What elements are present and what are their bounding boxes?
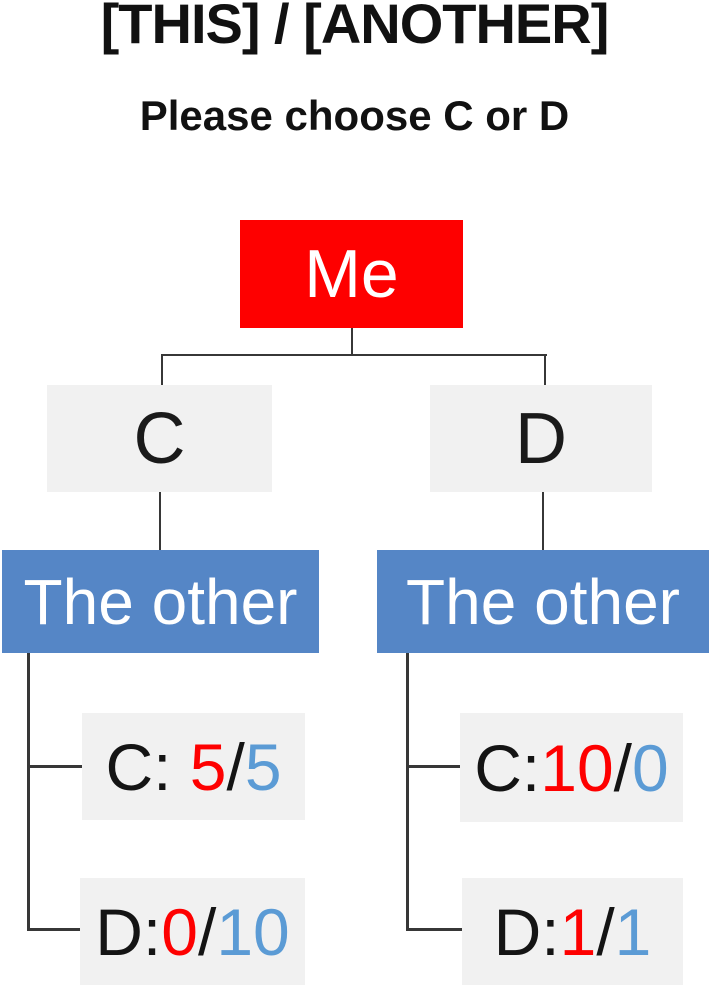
payoff-cd-separator: / (197, 894, 217, 969)
payoff-node-dc: C:10/0 (460, 713, 683, 822)
payoff-dc-prefix: C: (474, 730, 541, 805)
connector-right-trunk (406, 653, 409, 931)
page-title: [THIS] / [ANOTHER] (100, 0, 610, 55)
payoff-cc-me-value: 5 (189, 729, 227, 804)
connector-d-stem (542, 492, 544, 550)
payoff-node-cd: D:0/10 (80, 878, 305, 985)
payoff-cd-me-value: 0 (161, 894, 198, 969)
payoff-dd-other-value: 1 (614, 894, 652, 969)
payoff-node-dd: D:1/1 (462, 878, 683, 985)
connector-c-stem (159, 492, 161, 550)
connector-left-to-cd (27, 928, 80, 931)
payoff-text-cd: D:0/10 (95, 894, 289, 970)
payoff-cc-prefix: C: (105, 729, 190, 804)
payoff-cc-separator: / (226, 729, 245, 804)
option-c-label: C (133, 398, 186, 479)
payoff-node-cc: C: 5/5 (82, 713, 305, 820)
payoff-cd-other-value: 10 (216, 894, 290, 969)
connector-right-to-dc (406, 765, 460, 768)
option-d-label: D (515, 398, 567, 479)
connector-left-trunk (27, 653, 30, 931)
payoff-dd-me-value: 1 (559, 894, 597, 969)
option-c-node[interactable]: C (47, 385, 272, 492)
connector-branch-left (161, 354, 163, 386)
option-d-node[interactable]: D (430, 385, 652, 492)
other-player-node-right: The other (377, 550, 709, 653)
other-player-node-left: The other (2, 550, 319, 653)
other-player-label-left: The other (23, 565, 298, 638)
connector-right-to-dd (406, 928, 462, 931)
payoff-dc-other-value: 0 (632, 730, 669, 805)
payoff-text-cc: C: 5/5 (105, 729, 281, 805)
payoff-cc-other-value: 5 (244, 729, 282, 804)
other-player-label-right: The other (406, 565, 680, 638)
connector-left-to-cc (27, 765, 82, 768)
payoff-dc-me-value: 10 (540, 730, 614, 805)
payoff-dc-separator: / (613, 730, 633, 805)
me-node: Me (240, 220, 463, 328)
me-node-label: Me (304, 236, 399, 312)
connector-branch-right (544, 354, 546, 386)
instruction-text: Please choose C or D (139, 92, 570, 139)
payoff-cd-prefix: D: (95, 894, 162, 969)
payoff-dd-separator: / (596, 894, 615, 969)
payoff-text-dc: C:10/0 (474, 730, 668, 806)
connector-branch-horizontal (161, 354, 547, 356)
payoff-dd-prefix: D: (493, 894, 560, 969)
payoff-text-dd: D:1/1 (494, 894, 652, 970)
connector-me-stem (351, 328, 353, 355)
